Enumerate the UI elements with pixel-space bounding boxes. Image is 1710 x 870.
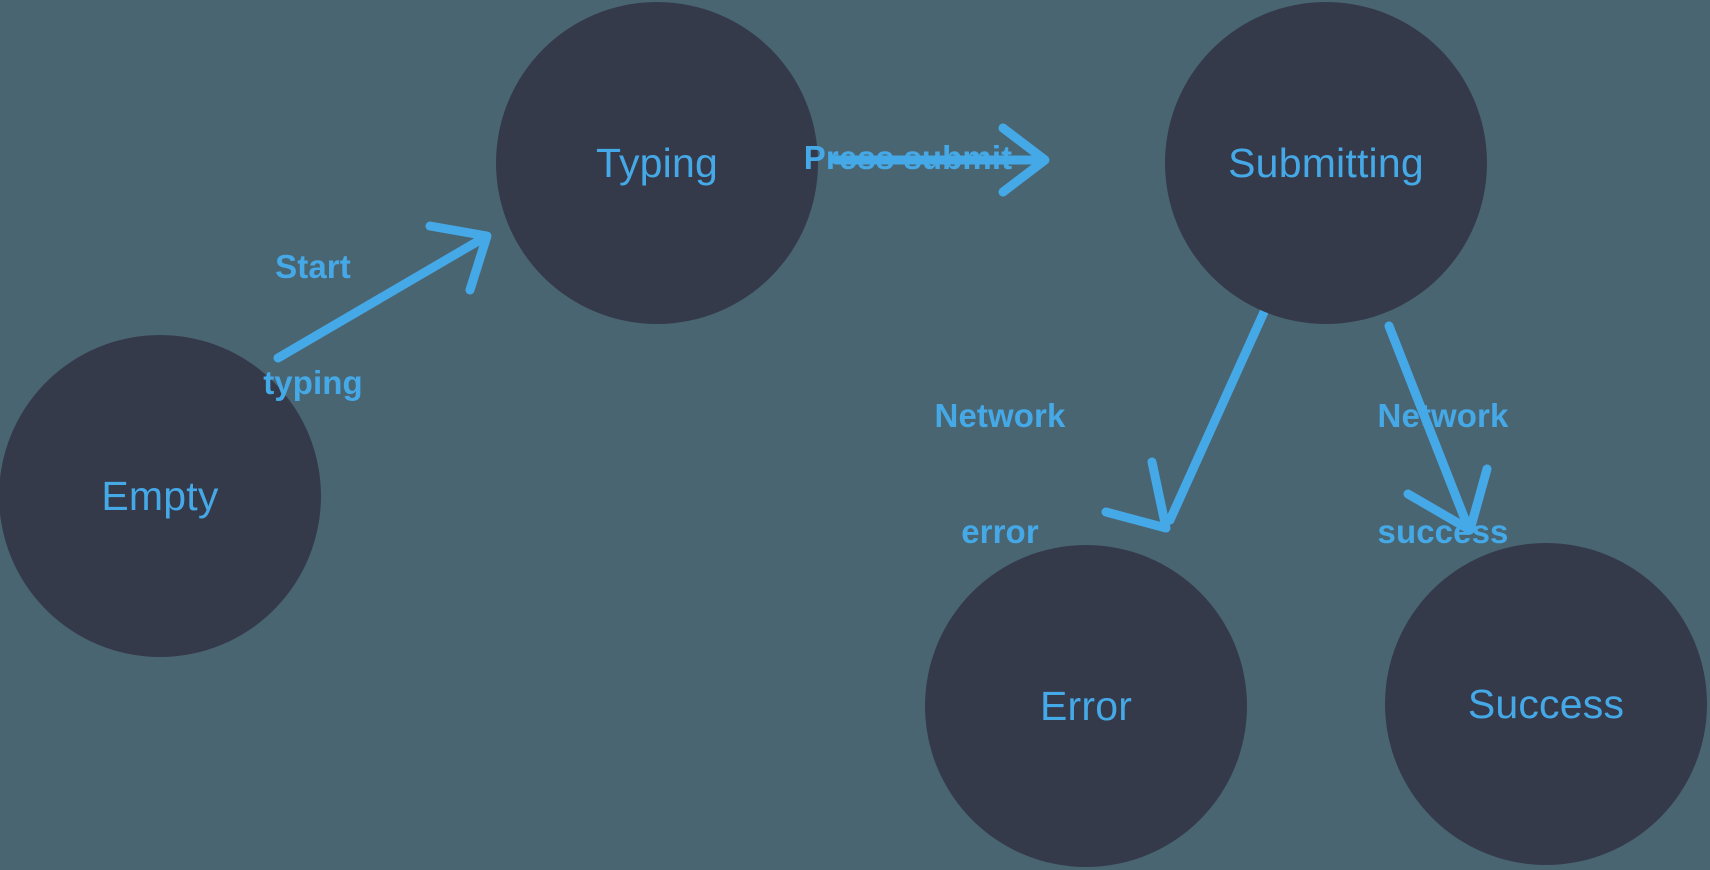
state-node-label: Empty — [101, 472, 219, 519]
transition-label-line2: typing — [263, 364, 363, 402]
state-node-label: Typing — [596, 139, 718, 186]
state-node-label: Submitting — [1228, 139, 1424, 186]
state-node-empty[interactable]: Empty — [0, 335, 321, 657]
transition-label-press-submit: Press submit — [795, 62, 1021, 255]
transition-label-network-error: Network error — [920, 320, 1080, 629]
arrow-network-success — [1384, 321, 1492, 535]
arrow-press-submit — [831, 123, 1050, 197]
state-node-success[interactable]: Success — [1385, 543, 1707, 865]
transition-label-start-typing: Start typing — [243, 171, 383, 480]
state-node-typing[interactable]: Typing — [496, 2, 818, 324]
state-node-error[interactable]: Error — [925, 545, 1247, 867]
arrow-network-error — [1101, 307, 1269, 533]
transition-label-line1: Start — [275, 248, 351, 286]
state-node-submitting[interactable]: Submitting — [1165, 2, 1487, 324]
arrow-start-typing — [273, 221, 492, 363]
transition-label-network-success: Network success — [1345, 320, 1541, 629]
state-node-label: Success — [1467, 680, 1625, 727]
transition-label-line2: error — [961, 513, 1039, 551]
transition-label-line1: Press submit — [803, 139, 1013, 177]
state-node-label: Error — [1039, 682, 1133, 729]
transition-label-line1: Network — [934, 397, 1066, 435]
transition-label-line2: success — [1377, 513, 1509, 551]
transition-label-line1: Network — [1377, 397, 1509, 435]
